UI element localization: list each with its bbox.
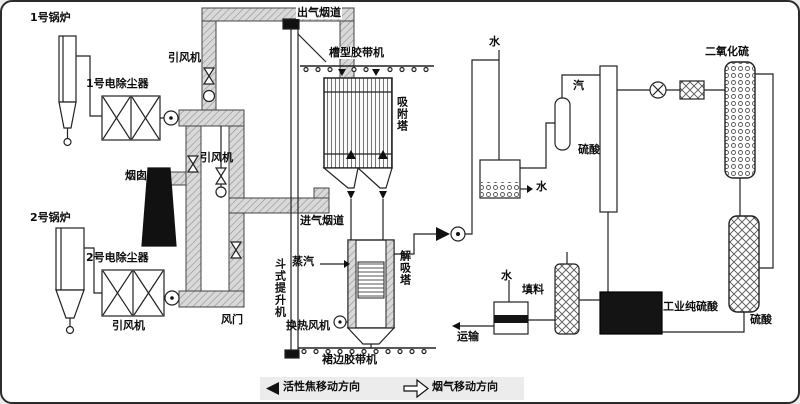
label-adsorption-tower: 吸附塔 (395, 96, 409, 132)
label-sulfuric-acid-upper: 硫酸 (578, 143, 600, 156)
transport-arrow (452, 322, 494, 330)
scrubber-vessel (479, 50, 555, 199)
label-bucket-elevator: 斗式提升机 (273, 258, 287, 318)
skirt-belt-conveyor (298, 347, 436, 355)
label-water-top: 水 (489, 35, 500, 48)
label-trough-belt: 槽型胶带机 (328, 46, 385, 59)
damper-valve (229, 241, 243, 259)
esp-1-unit (101, 95, 161, 141)
bucket-elevator-shape (282, 18, 327, 359)
label-skirt-belt: 裙边胶带机 (322, 353, 377, 366)
legend-hollow-arrow-icon (403, 378, 429, 399)
label-water-out: 水 (536, 180, 547, 193)
esp-2-unit (101, 269, 165, 317)
label-heat-exchange-fan: 换热风机 (286, 319, 330, 332)
industrial-acid-tank (599, 291, 663, 335)
label-legend-coke: 活性焦移动方向 (283, 380, 360, 393)
label-damper: 风门 (221, 313, 243, 326)
packing-column-vessel (554, 252, 600, 335)
rich-gas-line (394, 59, 499, 255)
so2-absorber-vessel (724, 61, 774, 269)
acid-column-vessel (662, 215, 760, 333)
label-id-fan-bottom: 引风机 (112, 319, 145, 332)
valve-on-outlet-duct (202, 67, 216, 103)
trough-belt-conveyor (300, 65, 434, 73)
water-tank (493, 280, 555, 335)
vapor-drum-vessel (554, 74, 600, 151)
adsorption-tower-vessel (322, 69, 393, 240)
label-water-feed: 水 (501, 269, 512, 282)
label-inlet-flue: 进气烟道 (300, 214, 344, 227)
boiler-1-vessel (58, 35, 102, 147)
label-id-fan-top: 引风机 (168, 51, 201, 64)
label-vapor: 汽 (573, 79, 584, 92)
label-boiler-2: 2号锅炉 (30, 211, 71, 224)
label-chimney: 烟囱 (125, 169, 147, 182)
boiler-2-vessel (55, 227, 102, 335)
label-esp-2: 2号电除尘器 (86, 251, 149, 264)
label-industrial-acid: 工业纯硫酸 (663, 300, 718, 313)
label-outlet-flue: 出气烟道 (296, 6, 342, 19)
steam-arrow (320, 260, 350, 268)
drying-tower-vessel (599, 65, 618, 292)
label-packing: 填料 (522, 283, 544, 296)
label-sulfur-dioxide: 二氧化硫 (705, 45, 749, 58)
label-esp-1: 1号电除尘器 (86, 77, 149, 90)
id-fan-1-symbol (160, 110, 179, 126)
valve-mid-pipe (214, 126, 228, 198)
label-id-fan-mid: 引风机 (200, 151, 233, 164)
label-steam: 蒸汽 (292, 255, 314, 268)
acid-fan-symbol (617, 81, 680, 99)
label-desorption-tower: 解吸塔 (398, 250, 412, 286)
heat-exchange-fan-symbol (333, 315, 348, 329)
id-fan-2-symbol (164, 290, 180, 306)
chimney-shape (141, 167, 177, 247)
label-legend-gas: 烟气移动方向 (432, 380, 498, 393)
valve-chimney-duct (186, 155, 200, 173)
legend-strip (260, 377, 524, 400)
label-sulfuric-acid-product: 硫酸 (750, 313, 772, 326)
converter-box (679, 80, 725, 100)
desorption-tower-vessel (346, 239, 396, 348)
label-boiler-1: 1号锅炉 (30, 11, 71, 24)
label-transport: 运输 (457, 330, 479, 343)
legend-solid-arrow-icon (266, 382, 279, 395)
